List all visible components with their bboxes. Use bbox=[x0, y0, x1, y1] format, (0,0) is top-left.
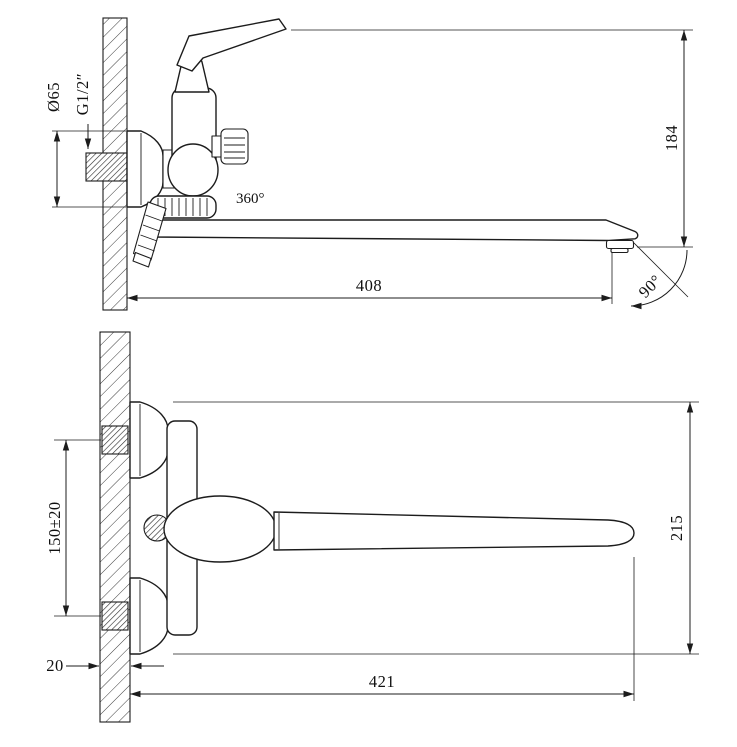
spout-side bbox=[152, 219, 639, 242]
dim-rotation: 90° bbox=[630, 241, 689, 310]
dim-height: 184 bbox=[291, 29, 693, 248]
dim-label-overall-length: 421 bbox=[369, 672, 395, 691]
thread-nipple bbox=[85, 152, 128, 182]
escutcheon-bottom bbox=[129, 577, 169, 655]
mixer-body-front bbox=[163, 495, 277, 563]
bottom-view-front: 150±20 215 20 421 bbox=[45, 331, 699, 723]
swivel-nut bbox=[149, 195, 217, 219]
dim-spout-reach: 408 bbox=[127, 252, 613, 304]
dim-label-thread: G1/2″ bbox=[73, 73, 92, 115]
dim-label-overall-height: 215 bbox=[667, 515, 686, 541]
shower-hose-connector bbox=[132, 201, 167, 268]
dim-label-flange-diameter: Ø65 bbox=[44, 82, 63, 112]
dim-label-inlet-spacing: 150±20 bbox=[45, 501, 64, 554]
dim-label-height: 184 bbox=[662, 125, 681, 151]
lever-handle bbox=[176, 18, 287, 72]
diverter-knob bbox=[211, 128, 249, 165]
aerator bbox=[605, 239, 635, 254]
dim-inlet-spacing: 150±20 bbox=[45, 439, 101, 617]
dim-label-wall-thickness: 20 bbox=[46, 656, 64, 675]
dim-overall-height: 215 bbox=[173, 401, 699, 655]
inlet-block-top bbox=[101, 425, 129, 455]
spout-front bbox=[273, 511, 635, 551]
dim-label-spout-reach: 408 bbox=[356, 276, 382, 295]
wall-section-bottom-view bbox=[99, 331, 131, 723]
dim-label-swivel-angle: 360° bbox=[236, 191, 265, 207]
top-view-side: Ø65 G1/2″ 360° 408 184 90° bbox=[44, 17, 693, 311]
dim-wall-thickness: 20 bbox=[46, 656, 164, 675]
escutcheon-top bbox=[129, 401, 169, 479]
dim-thread: G1/2″ bbox=[73, 73, 92, 149]
body-ball bbox=[167, 143, 219, 197]
dim-flange-diameter: Ø65 bbox=[44, 82, 126, 208]
dim-overall-length: 421 bbox=[130, 557, 635, 701]
inlet-block-bottom bbox=[101, 601, 129, 631]
